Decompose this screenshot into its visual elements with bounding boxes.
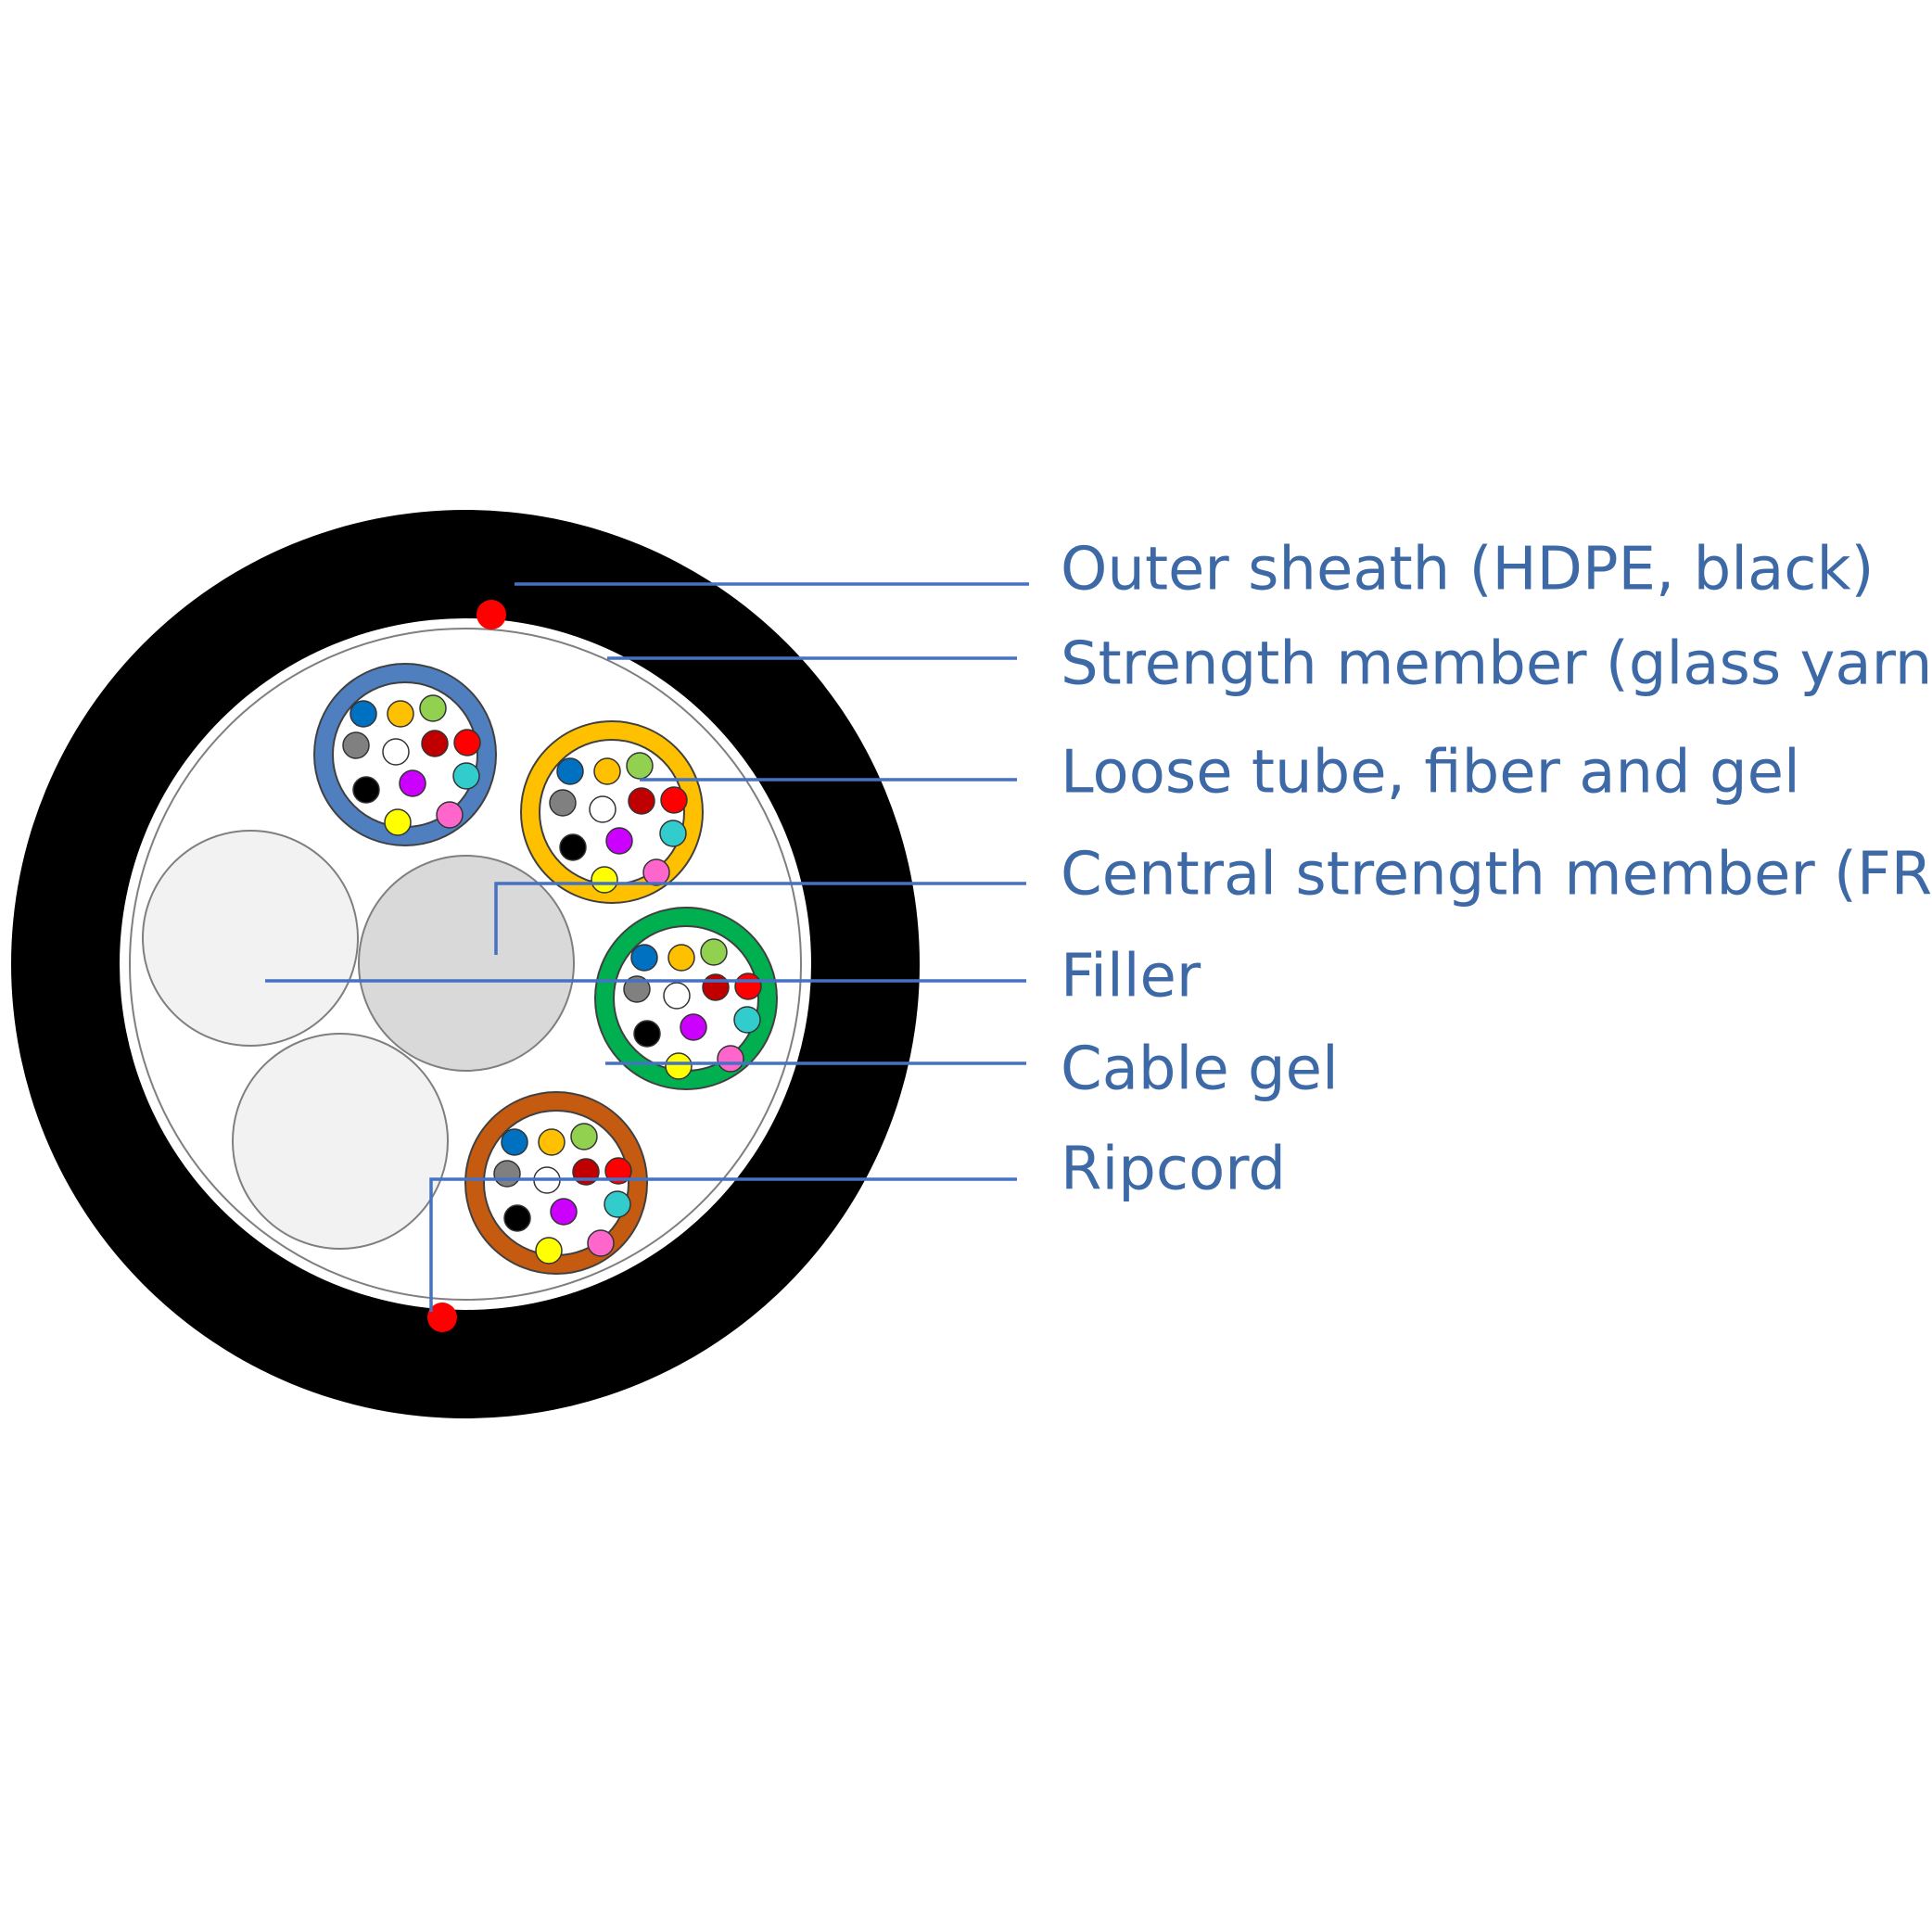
fiber [399, 769, 426, 797]
label-outer-sheath: Outer sheath (HDPE, black) [1061, 536, 1875, 604]
label-strength-member: Strength member (glass yarns) [1061, 630, 1932, 699]
central-strength-member [358, 855, 575, 1072]
filler-2 [232, 1033, 449, 1250]
fiber [665, 1052, 693, 1080]
fiber [623, 975, 651, 1003]
fiber [628, 787, 655, 815]
filler-1 [142, 830, 359, 1047]
fiber [717, 1045, 744, 1073]
loose-tube-orange [520, 720, 704, 904]
fiber [570, 1123, 598, 1150]
fiber [453, 729, 481, 756]
fiber [702, 973, 730, 1001]
fiber [626, 752, 654, 780]
cable-cross-section [11, 510, 920, 1418]
fiber [556, 757, 584, 785]
fiber [587, 1229, 615, 1257]
fiber [350, 700, 377, 728]
callout-loose-tube: Loose tube, fiber and gel [640, 739, 1800, 807]
fiber [493, 1160, 521, 1188]
fiber [436, 801, 464, 829]
fiber [538, 1128, 566, 1156]
ripcord-top [477, 600, 506, 629]
fiber [550, 1198, 578, 1226]
fiber [663, 982, 691, 1010]
fiber [605, 827, 633, 855]
fiber [604, 1157, 632, 1185]
callout-outer-sheath: Outer sheath (HDPE, black) [515, 536, 1875, 604]
callout-central-strength-member: Central strength member (FRP) [494, 841, 1932, 955]
label-cable-gel: Cable gel [1061, 1036, 1339, 1104]
fiber [535, 1237, 563, 1265]
label-ripcord: Ripcord [1061, 1136, 1286, 1204]
fiber [633, 1020, 661, 1048]
loose-tube-blue [313, 663, 497, 846]
fiber [593, 757, 621, 785]
fiber [503, 1204, 531, 1232]
fiber [501, 1128, 528, 1156]
fiber [342, 731, 370, 759]
fiber [387, 700, 414, 728]
label-loose-tube: Loose tube, fiber and gel [1061, 739, 1800, 807]
fiber [382, 738, 410, 766]
strength-member-ring [129, 628, 802, 1301]
fiber [659, 820, 687, 847]
fiber [591, 866, 618, 894]
loose-tube-green [594, 907, 778, 1090]
fiber [680, 1013, 707, 1041]
loose-tube-brown [464, 1091, 648, 1275]
leader-line-ripcord [429, 1177, 1017, 1312]
callout-filler: Filler [265, 943, 1201, 1011]
fiber [549, 789, 577, 817]
fiber [667, 944, 695, 972]
leader-line-central-strength-member [494, 882, 1026, 955]
ripcord-bottom [427, 1303, 457, 1332]
fiber [733, 1006, 761, 1034]
fiber [352, 776, 380, 804]
fiber [604, 1190, 631, 1218]
fiber [642, 858, 670, 886]
label-filler: Filler [1061, 943, 1201, 1011]
fiber [559, 833, 587, 861]
callouts: Outer sheath (HDPE, black) Strength membe… [265, 536, 1932, 1312]
callout-strength-member: Strength member (glass yarns) [607, 630, 1932, 699]
callout-ripcord: Ripcord [429, 1136, 1286, 1312]
fiber [734, 972, 762, 1000]
fiber [630, 944, 658, 972]
fiber [419, 694, 447, 722]
fiber [384, 808, 412, 836]
callout-cable-gel: Cable gel [605, 1036, 1339, 1104]
fiber [572, 1158, 600, 1186]
fiber [421, 730, 449, 757]
fiber [452, 762, 480, 790]
fiber [660, 786, 688, 814]
fiber [700, 938, 728, 966]
fiber [589, 795, 616, 823]
label-central-strength-member: Central strength member (FRP) [1061, 841, 1932, 909]
